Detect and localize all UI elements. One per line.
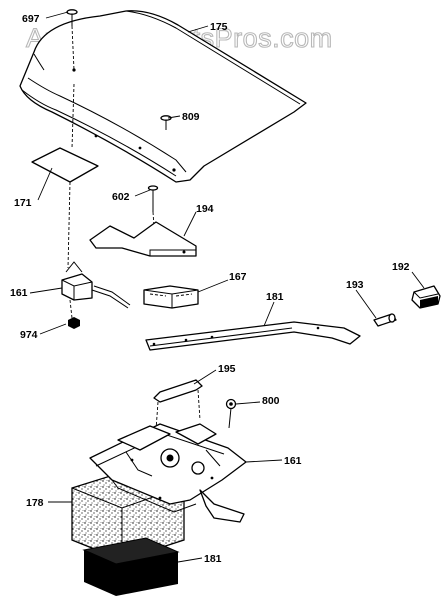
part-195-rod [153,379,203,431]
part-161-switch [61,261,131,309]
callout-167: 167 [229,271,247,283]
callout-175: 175 [210,21,228,33]
callout-602: 602 [112,191,130,203]
part-192-knob [411,285,441,309]
callout-178: 178 [26,497,44,509]
part-161-lock-mechanism [89,423,247,523]
callout-800: 800 [262,395,280,407]
callout-193: 193 [346,279,364,291]
callout-181-base: 181 [204,553,222,565]
callout-181-bar: 181 [266,291,284,303]
callout-labels: 697 175 809 171 602 194 161 167 192 193 … [10,13,410,565]
part-167-block [143,285,199,309]
callout-809: 809 [182,111,200,123]
part-974-nut [68,299,80,329]
part-175-cover [19,10,307,183]
callout-161-lock: 161 [284,455,302,467]
callout-161-switch: 161 [10,287,28,299]
part-181-slide-bar [145,321,361,351]
leader-lines [29,11,425,563]
part-181-base-block [82,537,180,596]
callout-192: 192 [392,261,410,273]
part-809-screw [160,115,172,130]
callout-194: 194 [196,203,214,215]
part-194-bracket [89,221,197,257]
part-697-screw [66,9,78,71]
callout-974: 974 [20,329,38,341]
part-193-pin [373,313,397,327]
part-171-plate [31,83,99,269]
part-800-screw [225,398,237,429]
callout-697: 697 [22,13,40,25]
callout-171: 171 [14,197,32,209]
callout-195: 195 [218,363,236,375]
